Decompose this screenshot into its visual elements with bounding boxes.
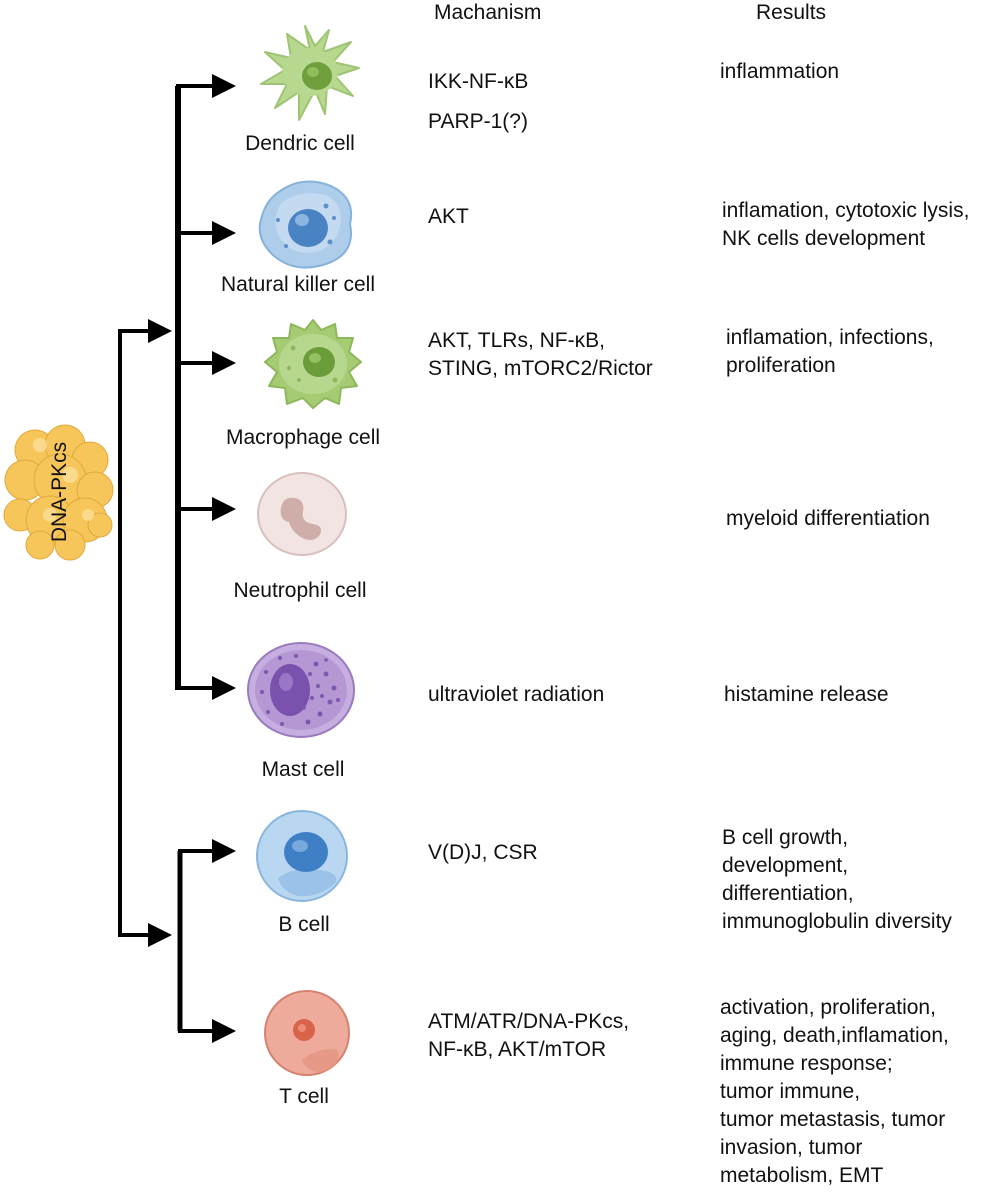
t-cell-icon [264, 990, 350, 1076]
mechanism-tcell: ATM/ATR/DNA-PKcs, NF-κB, AKT/mTOR [428, 1008, 629, 1064]
mechanism-line: AKT [428, 205, 469, 228]
result-line: immune response; [720, 1052, 893, 1075]
mechanism-line: STING, mTORC2/Rictor [428, 357, 653, 380]
neutrophil-cell-label: Neutrophil cell [233, 579, 367, 602]
dnapkcs-protein-icon [3, 424, 114, 561]
nk-cell-icon [258, 180, 353, 269]
result-line: immunoglobulin diversity [722, 910, 952, 933]
dendritic-cell-icon [260, 25, 360, 121]
b-cell-label: B cell [278, 913, 330, 936]
result-line: inflamation, cytotoxic lysis, [722, 199, 970, 222]
mechanism-line: V(D)J, CSR [428, 841, 538, 864]
results-mast: histamine release [724, 681, 889, 709]
results-header: Results [756, 1, 827, 24]
result-line: myeloid differentiation [726, 507, 930, 530]
mechanism-macrophage: AKT, TLRs, NF-κB, STING, mTORC2/Rictor [428, 327, 653, 383]
mechanism-line: ATM/ATR/DNA-PKcs, [428, 1010, 630, 1033]
mechanism-mast: ultraviolet radiation [428, 681, 604, 709]
mechanism-header: Machanism [434, 1, 542, 24]
result-line: tumor immune, [720, 1080, 861, 1103]
result-line: proliferation [726, 354, 836, 377]
result-line: histamine release [724, 683, 889, 706]
result-line: tumor metastasis, tumor [720, 1108, 946, 1131]
results-nk: inflamation, cytotoxic lysis, NK cells d… [722, 197, 969, 253]
mast-cell-icon [247, 642, 355, 738]
result-line: activation, proliferation, [720, 996, 936, 1019]
mechanism-line: NF-κB, AKT/mTOR [428, 1038, 607, 1061]
result-line: B cell growth, [722, 826, 849, 849]
mechanism-line: ultraviolet radiation [428, 683, 605, 706]
results-dendritic: inflammation [720, 58, 839, 86]
macrophage-cell-icon [264, 319, 362, 409]
b-cell-icon [256, 810, 348, 902]
mechanism-nk: AKT [428, 203, 469, 231]
mast-cell-label: Mast cell [261, 758, 345, 781]
result-line: inflammation [720, 60, 840, 83]
results-macrophage: inflamation, infections, proliferation [726, 324, 934, 380]
result-line: invasion, tumor [720, 1136, 863, 1159]
mechanism-dendritic: IKK-NF-κB PARP-1(?) [428, 62, 528, 142]
result-line: differentiation, [722, 882, 854, 905]
result-line: aging, death,inflamation, [720, 1024, 949, 1047]
mechanism-bcell: V(D)J, CSR [428, 839, 538, 867]
mechanism-line: IKK-NF-κB [428, 70, 529, 93]
result-line: metabolism, EMT [720, 1164, 884, 1187]
dendritic-cell-label: Dendric cell [245, 132, 355, 155]
results-bcell: B cell growth, development, differentiat… [722, 824, 952, 936]
mechanism-line: PARP-1(?) [428, 110, 528, 133]
result-line: development, [722, 854, 849, 877]
result-line: inflamation, infections, [726, 326, 934, 349]
results-tcell: activation, proliferation, aging, death,… [720, 994, 949, 1190]
t-cell-label: T cell [279, 1085, 329, 1108]
nk-cell-label: Natural killer cell [220, 273, 376, 296]
results-neutrophil: myeloid differentiation [726, 505, 930, 533]
neutrophil-cell-icon [257, 472, 347, 556]
result-line: NK cells development [722, 227, 926, 250]
macrophage-cell-label: Macrophage cell [225, 426, 381, 449]
mechanism-line: AKT, TLRs, NF-κB, [428, 329, 605, 352]
